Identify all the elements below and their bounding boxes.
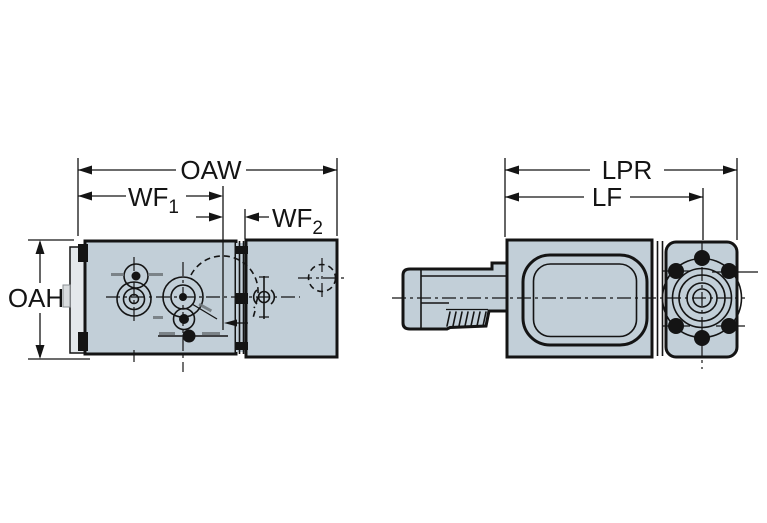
drive-pin [158, 329, 228, 343]
adjustment-screw-large [116, 281, 152, 317]
dim-label-lf: LF [592, 182, 622, 212]
tool-circle-dash [252, 310, 256, 319]
side-view: LPR LF [392, 155, 758, 369]
joint-tabs [78, 244, 248, 351]
dim-label-wf1: WF1 [128, 182, 179, 218]
dim-oaw: OAW [77, 155, 338, 236]
front-view-clamp-body [244, 238, 339, 359]
dim-label-oah: OAH [8, 283, 64, 313]
angle-leader [191, 302, 248, 327]
dim-label-oaw: OAW [180, 155, 242, 185]
clamp-flange [661, 240, 758, 359]
hidden-hole [298, 258, 348, 301]
dim-label-lpr: LPR [602, 155, 653, 185]
pocket-inner [532, 263, 638, 338]
shank-serrations [446, 308, 488, 327]
clamp-nub [62, 284, 71, 308]
pocket-outer [521, 253, 649, 347]
dim-label-wf2: WF2 [272, 203, 323, 239]
vdi-shank [401, 261, 509, 331]
front-view: OAW WF1 WF2 OAH [8, 155, 348, 372]
tool-circle-dashed-arc [190, 255, 259, 309]
bolt-tick-lines [663, 270, 758, 327]
dim-lf: LF [505, 182, 704, 240]
lower-screw [153, 307, 196, 331]
dim-wf2: WF2 [196, 203, 323, 239]
dim-oah: OAH [8, 239, 90, 360]
dim-wf1: WF1 [78, 182, 224, 330]
coolant-connector [252, 276, 276, 319]
